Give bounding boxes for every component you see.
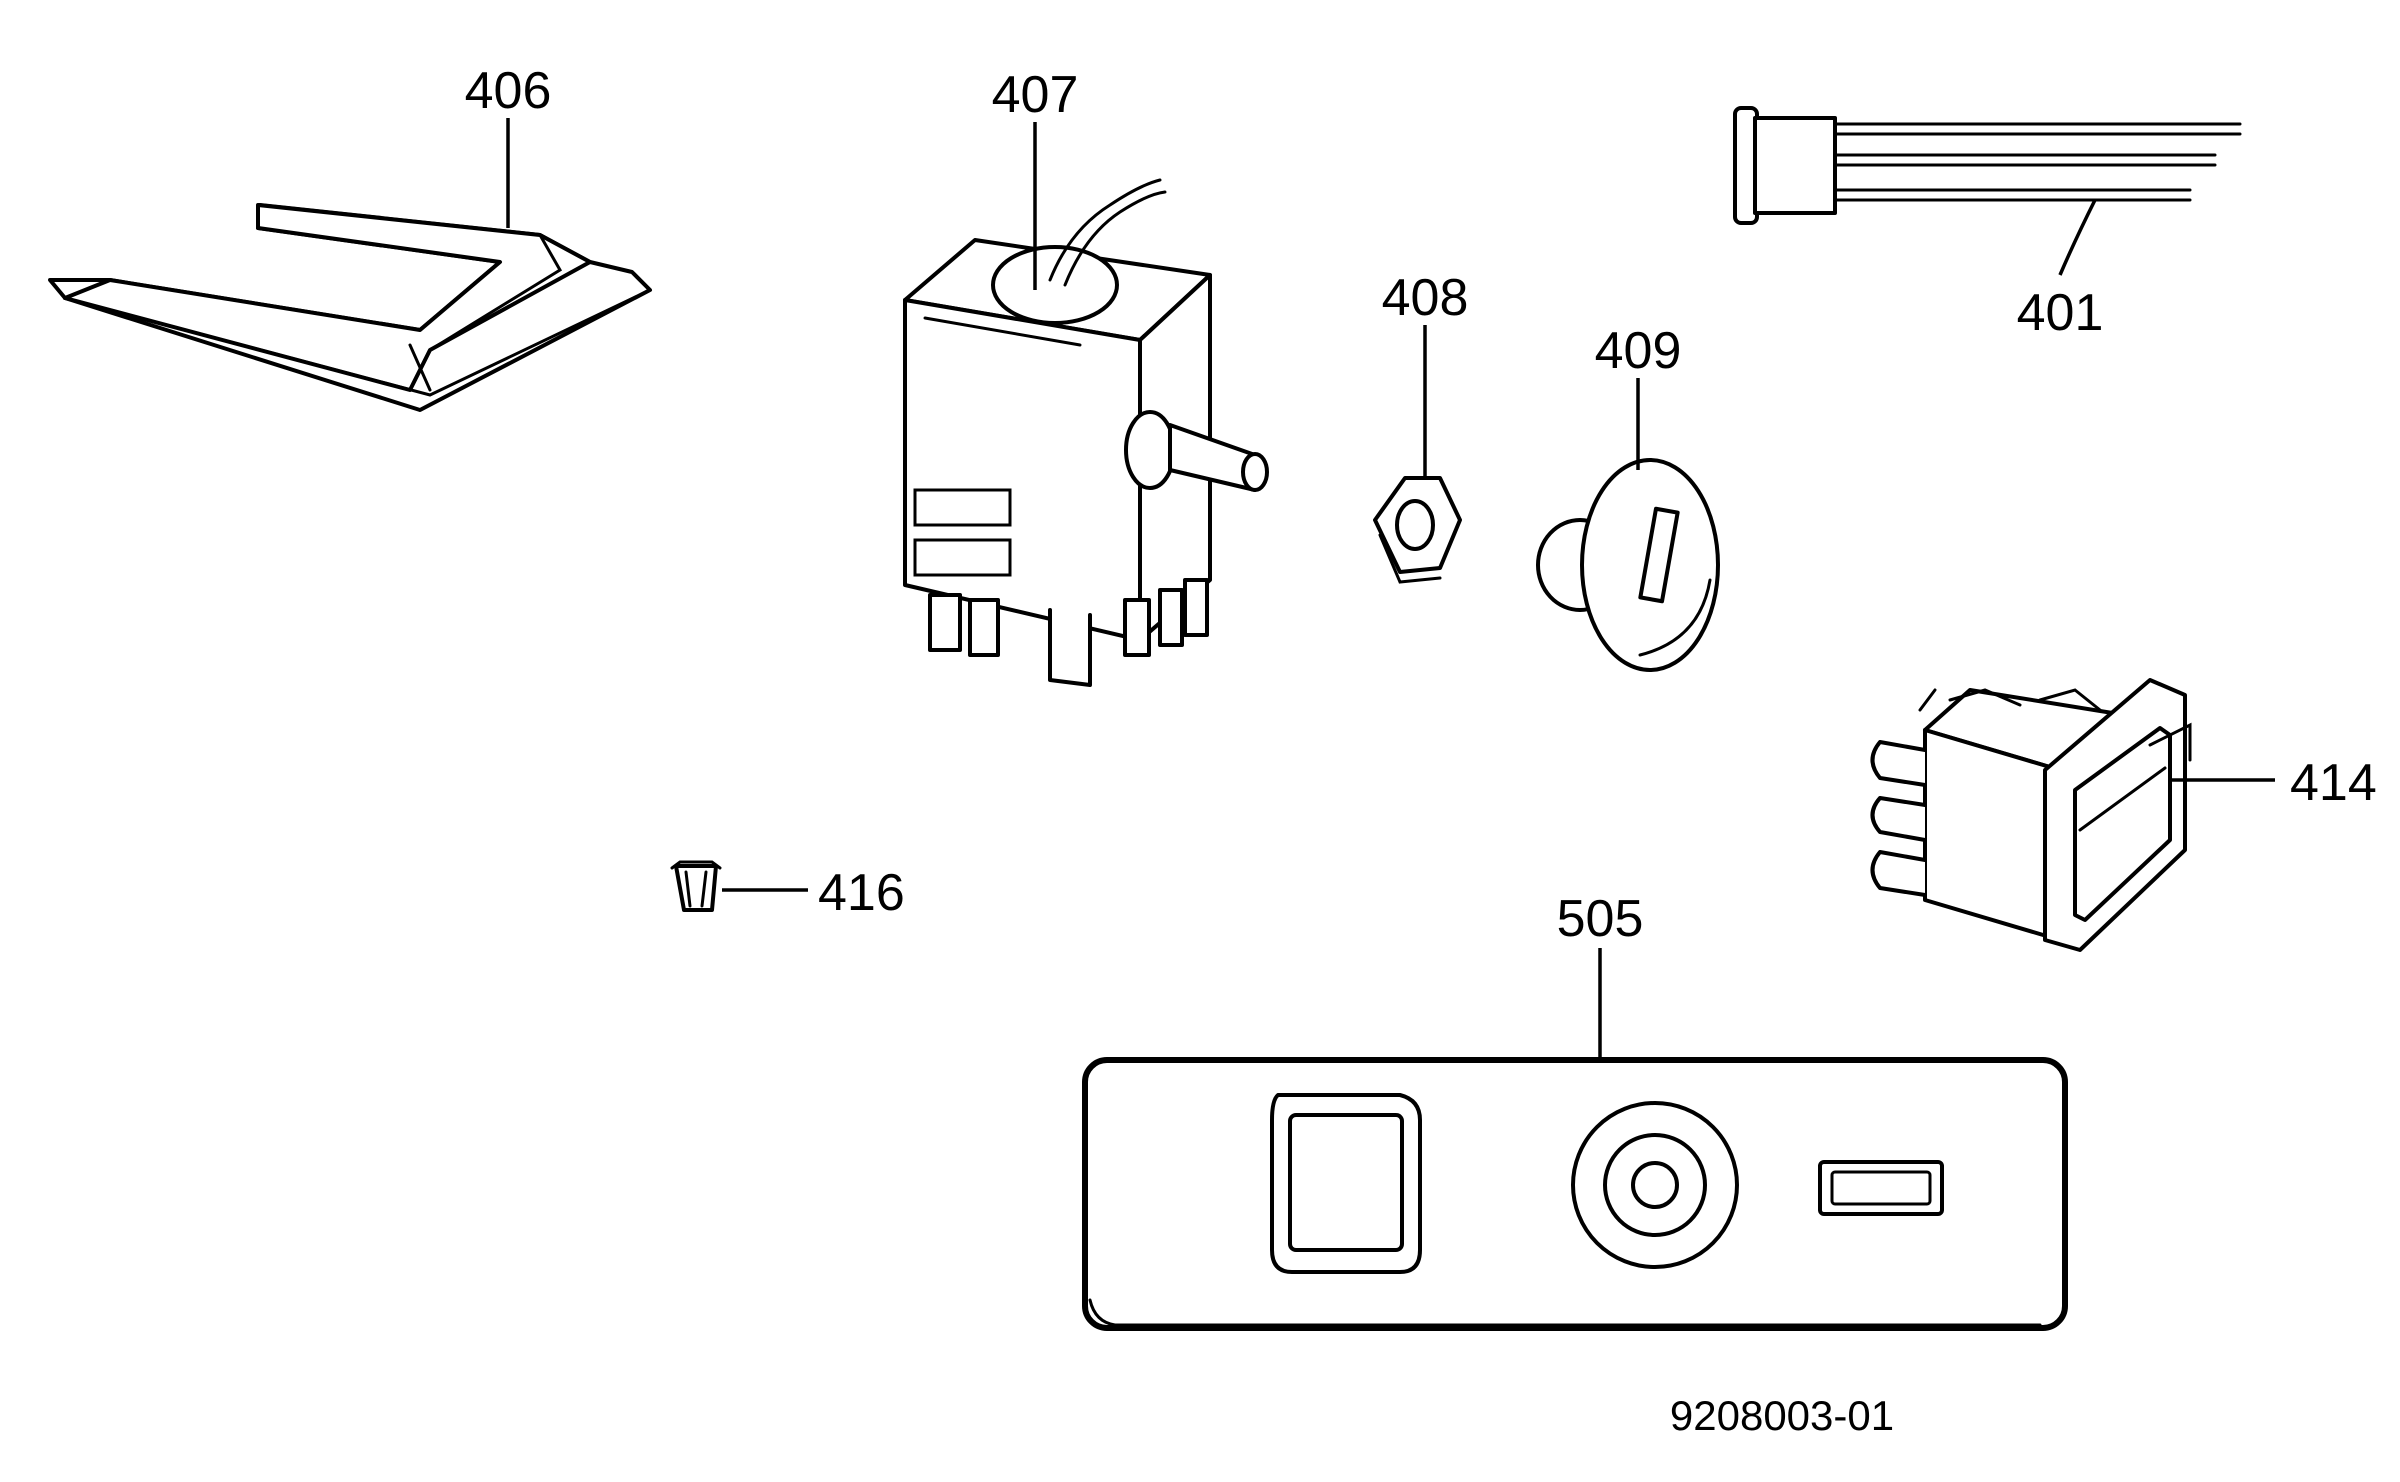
callout-401: 401 <box>2017 284 2104 342</box>
part-409-knob <box>1536 458 1720 672</box>
callout-407: 407 <box>992 66 1079 124</box>
part-406-tray <box>48 203 652 412</box>
callout-406: 406 <box>465 62 552 120</box>
part-414-rocker-switch <box>1870 678 2192 952</box>
leader-401 <box>2058 199 2097 276</box>
callout-416: 416 <box>818 864 905 922</box>
callout-414: 414 <box>2290 754 2377 812</box>
part-505-control-panel <box>1082 1057 2068 1331</box>
document-number: 9208003-01 <box>1670 1392 1894 1439</box>
callout-408: 408 <box>1382 269 1469 327</box>
part-408-nut <box>1373 476 1462 584</box>
part-401-harness <box>1733 106 2242 225</box>
part-407-thermostat <box>903 178 1269 687</box>
part-416-clip <box>670 860 722 912</box>
callout-409: 409 <box>1595 322 1682 380</box>
callout-505: 505 <box>1557 890 1644 948</box>
